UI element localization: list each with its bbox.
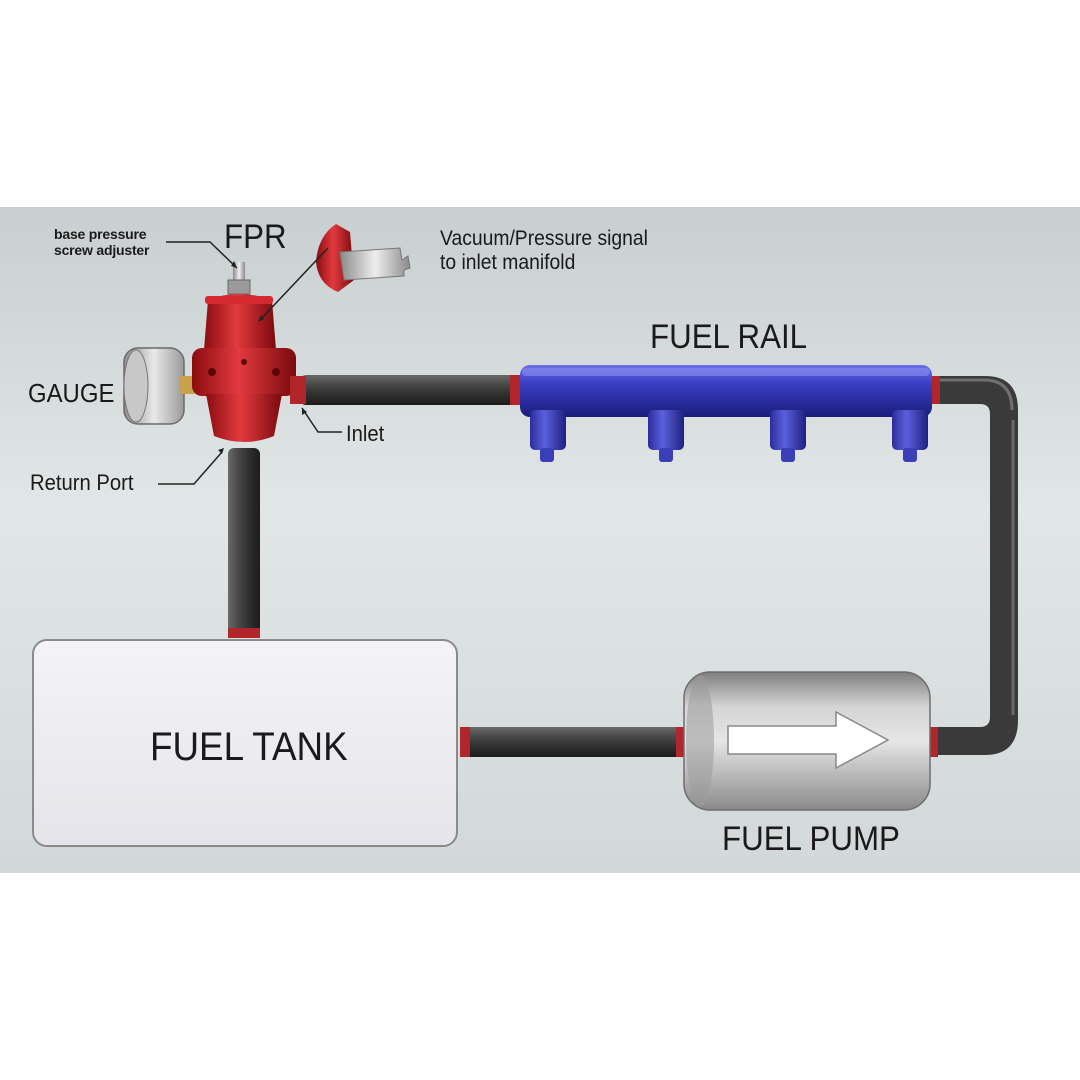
leader-lines [158,241,342,485]
flow-arrow-icon [727,710,890,770]
hose-regulator-to-rail [300,375,518,405]
pressure-gauge [123,347,196,425]
fuel-rail [520,365,932,462]
label-fuel-pump: FUEL PUMP [722,820,900,858]
injector-2 [648,410,684,462]
fuel-tank [32,639,458,847]
fitting-pump-outlet [928,727,938,757]
label-fpr: FPR [224,218,287,256]
injector-1 [530,410,566,462]
fitting-tank-return [228,628,260,638]
label-vacuum-signal: Vacuum/Pressure signal to inlet manifold [440,227,648,275]
label-fuel-rail: FUEL RAIL [650,318,808,356]
hose-pump-to-rail [933,376,1018,755]
label-gauge: GAUGE [28,378,115,408]
fitting-rail-inlet [510,375,520,405]
hose-return-line [228,448,260,636]
fitting-pump-inlet [676,727,686,757]
fuel-pressure-regulator [192,262,306,442]
fitting-tank-outlet [460,727,470,757]
label-return-port: Return Port [30,470,134,495]
injector-3 [770,410,806,462]
label-inlet: Inlet [346,421,385,446]
label-fuel-tank: FUEL TANK [150,725,348,769]
label-base-pressure-adjuster: base pressure screw adjuster [54,226,150,259]
fitting-rail-outlet [930,376,940,404]
vacuum-port-inset [316,224,411,292]
injector-4 [892,410,928,462]
hose-tank-to-pump [462,727,684,757]
